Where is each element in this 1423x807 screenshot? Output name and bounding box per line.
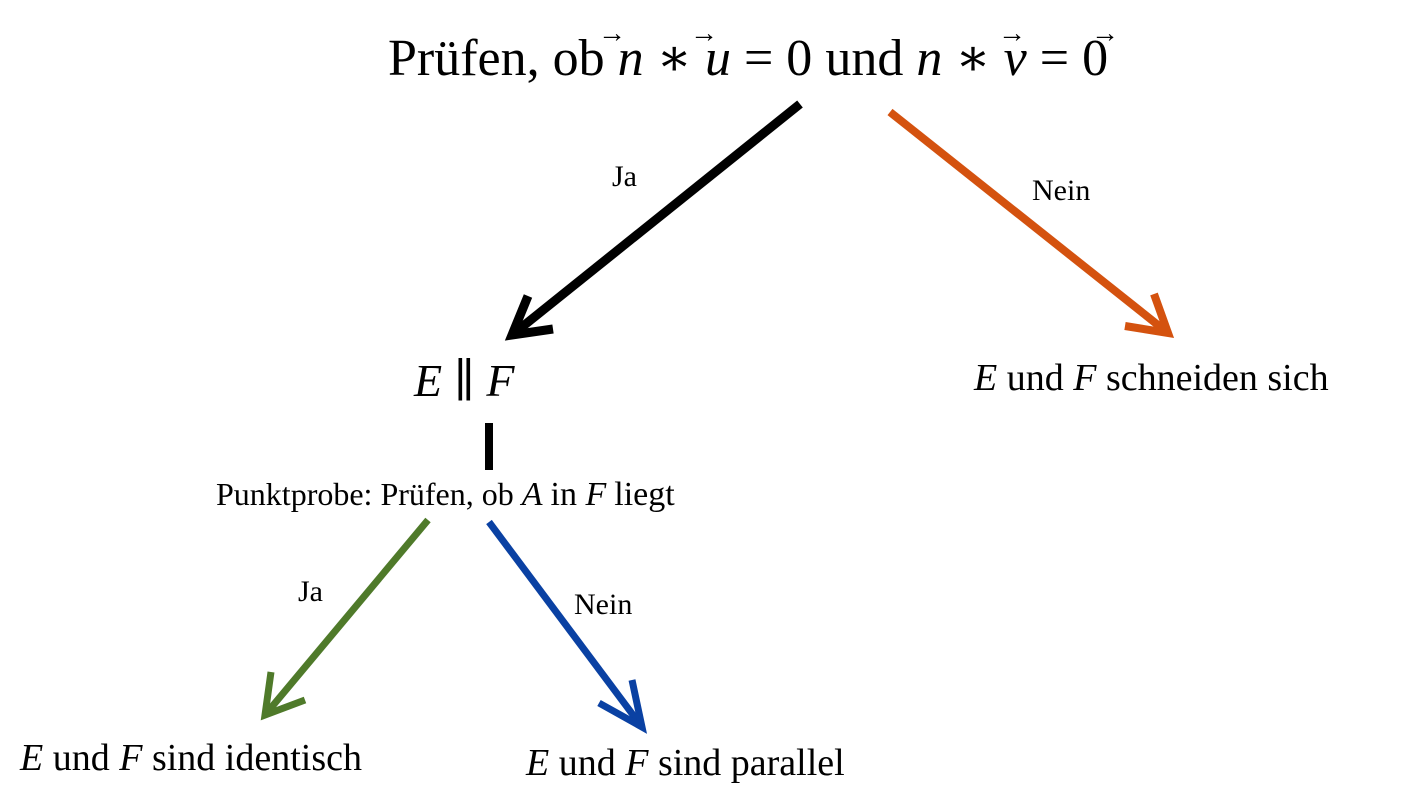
intersect-text-und: und <box>1007 357 1074 399</box>
identical-text-und: und <box>53 737 120 779</box>
arrow-test-no <box>486 519 648 734</box>
intersect-result-node: E und F schneiden sich <box>973 357 1329 399</box>
plane-f: F <box>624 742 649 784</box>
label-test-yes: Ja <box>298 575 323 608</box>
label-top-yes: Ja <box>612 160 637 193</box>
vector-arrow-n-first: → <box>598 18 626 49</box>
point-a: A <box>520 476 543 513</box>
operator-star-first: ∗ <box>657 30 705 87</box>
arrow-test-yes <box>260 517 431 721</box>
plane-e: E <box>413 355 442 406</box>
label-test-no: Nein <box>574 588 632 621</box>
plane-f: F <box>584 476 607 513</box>
plane-f: F <box>1072 357 1097 399</box>
parallel-condition-node: E ∥ F <box>413 355 515 406</box>
parallel-result-text-und: und <box>559 742 626 784</box>
identical-result-node: E und F sind identisch <box>19 737 362 779</box>
plane-f: F <box>118 737 143 779</box>
vector-arrow-u: → <box>690 18 718 49</box>
top-condition-prefix: Prüfen, ob <box>388 30 618 87</box>
identical-text-suffix: sind identisch <box>152 737 362 779</box>
vector-n-first: n <box>618 30 644 87</box>
label-top-no: Nein <box>1032 174 1090 207</box>
plane-e: E <box>19 737 43 779</box>
plane-e: E <box>973 357 997 399</box>
vector-arrow-v: → <box>1091 18 1119 49</box>
point-test-node: Punktprobe: Prüfen, ob A in F liegt <box>216 476 675 513</box>
intersect-text-suffix: schneiden sich <box>1106 357 1329 399</box>
point-test-in: in <box>551 476 586 513</box>
top-condition: Prüfen, ob n ∗ u = 0 und n ∗ v = 0 <box>388 30 1108 87</box>
parallel-symbol: ∥ <box>454 355 487 406</box>
parallel-result-node: E und F sind parallel <box>525 742 845 784</box>
vector-v: v <box>1004 30 1028 87</box>
conjunction-und: und <box>825 30 903 87</box>
point-test-suffix: liegt <box>614 476 675 513</box>
vector-arrow-n-second: → <box>998 18 1026 49</box>
point-test-prefix: Punktprobe: Prüfen, ob <box>216 476 522 512</box>
equals-zero-second: = 0 <box>1040 30 1108 87</box>
operator-star-second: ∗ <box>955 30 1003 87</box>
vector-n-second: n <box>916 30 942 87</box>
equals-zero-first: = 0 <box>744 30 825 87</box>
arrow-top-yes <box>504 100 803 341</box>
arrow-top-no <box>887 108 1175 339</box>
plane-f: F <box>485 355 515 406</box>
plane-e: E <box>525 742 549 784</box>
vector-u: u <box>705 30 731 87</box>
parallel-result-text-suffix: sind parallel <box>658 742 845 784</box>
